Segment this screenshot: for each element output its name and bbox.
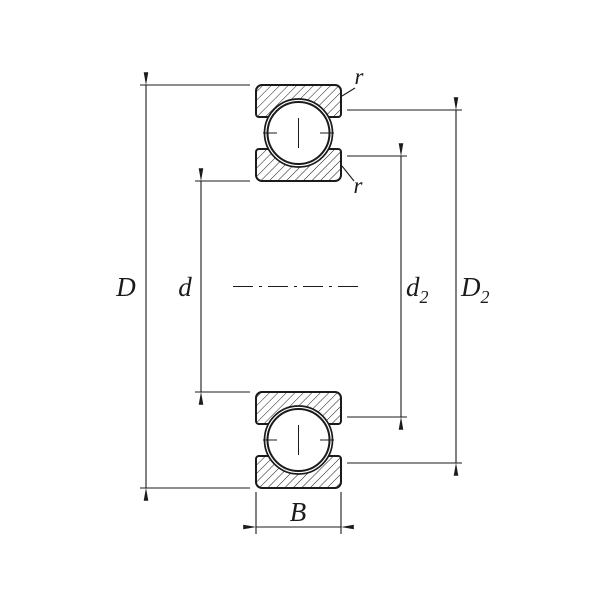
label-D2-base: D bbox=[460, 272, 481, 302]
dimension-labels: D d d2 D2 B r r bbox=[115, 64, 489, 527]
ball-bottom-center-mark bbox=[263, 425, 334, 455]
label-chamfer-r-inner: r bbox=[354, 173, 364, 198]
label-recess-diameter-d2: d2 bbox=[406, 272, 429, 307]
dimension-lines bbox=[143, 72, 459, 530]
label-chamfer-r-top: r bbox=[355, 64, 365, 89]
leader-lines bbox=[341, 87, 356, 182]
label-width-B: B bbox=[290, 497, 307, 527]
label-d2-subscript: 2 bbox=[420, 287, 429, 307]
bearing-cross-section bbox=[233, 84, 364, 489]
label-outer-diameter-D: D bbox=[115, 272, 136, 302]
ball-top-center-mark bbox=[263, 118, 334, 148]
leader-r-inner bbox=[341, 165, 355, 182]
label-bore-diameter-d: d bbox=[178, 272, 192, 302]
leader-r-top bbox=[341, 87, 356, 97]
label-d2-base: d bbox=[406, 272, 420, 302]
label-recess-diameter-D2: D2 bbox=[460, 272, 490, 307]
label-D2-subscript: 2 bbox=[481, 287, 490, 307]
